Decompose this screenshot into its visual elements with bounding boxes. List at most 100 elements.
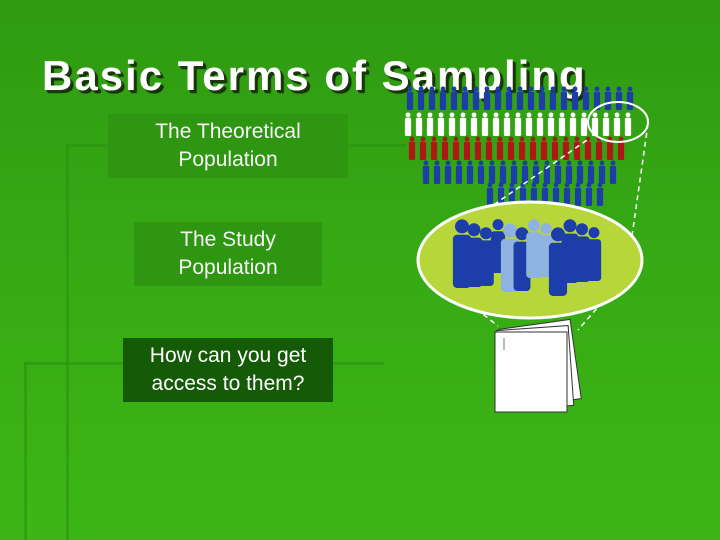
person-icon (494, 91, 502, 110)
person-icon (437, 117, 445, 136)
person-icon (423, 160, 429, 166)
person-icon (495, 86, 501, 92)
person-icon (576, 165, 584, 184)
person-icon (431, 136, 437, 142)
person-icon (467, 160, 473, 166)
box-line: How can you get (149, 344, 307, 367)
person-icon (549, 91, 557, 110)
person-icon (560, 91, 568, 110)
person-icon (574, 187, 582, 206)
person-icon (558, 117, 566, 136)
person-icon (531, 182, 537, 188)
person-icon (550, 86, 556, 92)
person-icon (606, 141, 614, 160)
box-line: The Study (180, 228, 276, 251)
person-icon (442, 136, 448, 142)
person-icon (533, 160, 539, 166)
sampling-illustration (404, 86, 649, 413)
person-icon (572, 86, 578, 92)
person-icon (597, 182, 603, 188)
person-icon (577, 160, 583, 166)
person-icon (422, 165, 430, 184)
person-icon (486, 187, 494, 206)
person-icon (615, 91, 623, 110)
person-icon (429, 86, 435, 92)
person-icon (518, 141, 526, 160)
person-icon (455, 219, 469, 234)
person-icon (603, 112, 609, 118)
person-icon (526, 112, 532, 118)
person-icon (547, 117, 555, 136)
person-icon (585, 136, 591, 142)
person-icon (530, 136, 536, 142)
person-icon (626, 91, 634, 110)
person-icon (542, 182, 548, 188)
person-icon (528, 219, 540, 232)
person-icon (471, 112, 477, 118)
person-icon (456, 160, 462, 166)
person-icon (569, 117, 577, 136)
person-icon (503, 223, 517, 238)
person-icon (461, 91, 469, 110)
box-line: The Theoretical (155, 120, 301, 143)
person-icon (588, 227, 600, 239)
person-icon (466, 165, 474, 184)
person-icon (433, 165, 441, 184)
person-icon (408, 141, 416, 160)
person-icon (552, 136, 558, 142)
person-icon (511, 160, 517, 166)
person-icon (488, 165, 496, 184)
person-icon (514, 117, 522, 136)
person-icon (426, 117, 434, 136)
person-icon (418, 86, 424, 92)
theoretical-population-box: The Theoretical Population (108, 114, 348, 178)
person-icon (586, 239, 602, 281)
person-icon (508, 136, 514, 142)
person-icon (551, 227, 565, 242)
person-icon (588, 160, 594, 166)
person-icon (598, 165, 606, 184)
person-icon (489, 160, 495, 166)
person-icon (472, 91, 480, 110)
person-icon (496, 141, 504, 160)
person-icon (565, 165, 573, 184)
person-icon (503, 117, 511, 136)
person-icon (450, 91, 458, 110)
person-icon (478, 240, 494, 286)
person-icon (515, 112, 521, 118)
person-icon (602, 117, 610, 136)
person-icon (463, 141, 471, 160)
person-icon (625, 112, 631, 118)
person-icon (415, 117, 423, 136)
person-icon (430, 141, 438, 160)
person-icon (475, 136, 481, 142)
box-line: access to them? (151, 372, 305, 395)
person-icon (526, 232, 542, 278)
person-icon (449, 112, 455, 118)
person-icon (539, 86, 545, 92)
person-icon (537, 112, 543, 118)
person-icon (563, 187, 571, 206)
person-icon (527, 91, 535, 110)
person-icon (478, 160, 484, 166)
person-icon (540, 141, 548, 160)
person-icon (548, 112, 554, 118)
person-icon (492, 219, 504, 231)
person-icon (419, 141, 427, 160)
person-icon (522, 160, 528, 166)
person-icon (525, 117, 533, 136)
person-icon (406, 91, 414, 110)
person-icon (571, 91, 579, 110)
person-icon (594, 86, 600, 92)
person-icon (464, 136, 470, 142)
person-icon (587, 165, 595, 184)
person-icon (504, 112, 510, 118)
person-icon (563, 219, 577, 233)
person-icon (498, 182, 504, 188)
crowd-figures (452, 219, 602, 296)
person-icon (420, 136, 426, 142)
person-icon (596, 187, 604, 206)
person-icon (585, 187, 593, 206)
person-icon (481, 117, 489, 136)
decorative-line (24, 362, 27, 540)
